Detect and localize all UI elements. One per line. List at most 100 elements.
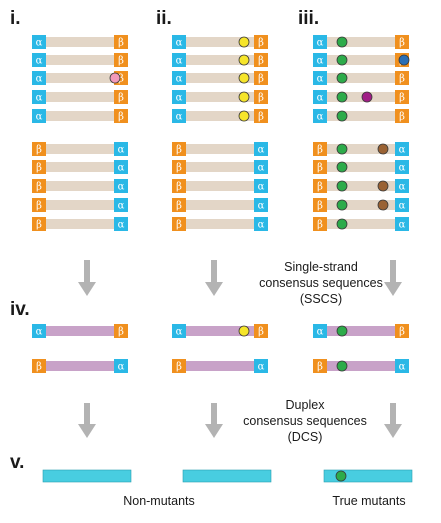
read-iii-top-2-left-tag: α <box>313 71 327 85</box>
sscs-ii-bottom-right-tag-text: α <box>258 362 265 373</box>
read-i-bottom-0-bar <box>32 144 128 154</box>
read-iii-top-3-left-tag: α <box>313 90 327 104</box>
read-ii-bottom-1-bar <box>172 162 268 172</box>
read-i-top-4-right-tag-text: β <box>118 112 124 123</box>
read-ii-top-1-right-tag-text: β <box>258 56 264 67</box>
read-iii-top-1-mutation-1 <box>398 54 410 66</box>
read-iii-top-4-bar <box>313 111 409 121</box>
read-i-bottom-1-left-tag-text: β <box>36 163 42 174</box>
read-iii-bottom-3-right-tag: α <box>395 198 409 212</box>
read-ii-top-3-left-tag: α <box>172 90 186 104</box>
read-iii-top-1-bar <box>313 55 409 65</box>
sscs-iii-bottom-right-tag-text: α <box>399 362 406 373</box>
read-iii-bottom-4-left-tag: β <box>313 217 327 231</box>
sscs-i-bottom-right-tag: α <box>114 359 128 373</box>
read-i-top-2-right-tag-text: β <box>118 74 124 85</box>
read-ii-top-3-right-tag-text: β <box>258 93 264 104</box>
sscs-i-top-bar <box>32 326 128 336</box>
dcs-annotation-line-2: consensus sequences <box>243 414 367 428</box>
read-ii-bottom-2-right-tag-text: α <box>258 182 265 193</box>
read-ii-top-0-right-tag: β <box>254 35 268 49</box>
read-iii-bottom-1-right-tag-text: α <box>399 163 406 174</box>
read-ii-top-4-bar <box>172 111 268 121</box>
read-ii-top-1-bar <box>172 55 268 65</box>
read-i-top-0-left-tag: α <box>32 35 46 49</box>
read-ii-bottom-4-left-tag: β <box>172 217 186 231</box>
read-ii-bottom-2-bar <box>172 181 268 191</box>
sscs-annotation-line-3: (SSCS) <box>300 292 342 306</box>
read-ii-bottom-2-left-tag-text: β <box>176 182 182 193</box>
read-i-bottom-4-right-tag-text: α <box>118 220 125 231</box>
read-iii-bottom-4-bar <box>313 219 409 229</box>
read-iii-top-4-mutation-0 <box>336 110 348 122</box>
read-i-bottom-0-left-tag-text: β <box>36 145 42 156</box>
read-i-bottom-2-left-tag-text: β <box>36 182 42 193</box>
sscs-iii-bottom-mutation-0 <box>336 360 348 372</box>
read-i-bottom-1-bar <box>32 162 128 172</box>
read-iii-bottom-3-right-tag-text: α <box>399 201 406 212</box>
arrow-sscs-iii <box>384 260 402 296</box>
read-ii-bottom-4-left-tag-text: β <box>176 220 182 231</box>
read-iii-top-3-right-tag-text: β <box>399 93 405 104</box>
read-ii-bottom-0-right-tag-text: α <box>258 145 265 156</box>
read-i-top-0-left-tag-text: α <box>36 38 43 49</box>
sscs-iii-top-right-tag: β <box>395 324 409 338</box>
read-ii-top-4-left-tag-text: α <box>176 112 183 123</box>
section-label-i: i. <box>10 8 21 29</box>
sscs-iii-top-bar <box>313 326 409 336</box>
read-iii-top-2-left-tag-text: α <box>317 74 324 85</box>
sscs-iii-top-left-tag-text: α <box>317 327 324 338</box>
read-i-bottom-0-right-tag-text: α <box>118 145 125 156</box>
read-i-bottom-1-right-tag-text: α <box>118 163 125 174</box>
sscs-annotation-line-2: consensus sequences <box>259 276 383 290</box>
dcs-iii-bar <box>323 469 413 483</box>
read-i-bottom-4-right-tag: α <box>114 217 128 231</box>
read-iii-top-0-right-tag-text: β <box>399 38 405 49</box>
read-ii-bottom-3-left-tag: β <box>172 198 186 212</box>
read-ii-top-0-left-tag-text: α <box>176 38 183 49</box>
read-iii-bottom-3-bar <box>313 200 409 210</box>
read-ii-bottom-0-bar <box>172 144 268 154</box>
dcs-ii <box>182 469 272 483</box>
sscs-i-top-left-tag: α <box>32 324 46 338</box>
read-ii-bottom-4-right-tag: α <box>254 217 268 231</box>
dcs-iii <box>323 469 413 483</box>
read-ii-bottom-4-right-tag-text: α <box>258 220 265 231</box>
read-i-top-3-right-tag: β <box>114 90 128 104</box>
read-i-top-4-left-tag: α <box>32 109 46 123</box>
read-iii-top-3-mutation-1 <box>361 91 373 103</box>
read-ii-bottom-0-right-tag: α <box>254 142 268 156</box>
read-iii-top-0-mutation-0 <box>336 36 348 48</box>
read-i-bottom-2-right-tag-text: α <box>118 182 125 193</box>
non-mutants-label: Non-mutants <box>123 494 195 508</box>
read-ii-bottom-0-left-tag: β <box>172 142 186 156</box>
read-i-bottom-0-right-tag: α <box>114 142 128 156</box>
read-ii-top-2-right-tag-text: β <box>258 74 264 85</box>
read-iii-bottom-3-mutation-0 <box>336 199 348 211</box>
read-i-top-4-right-tag: β <box>114 109 128 123</box>
dcs-i <box>42 469 132 483</box>
read-iii-top-2-bar <box>313 73 409 83</box>
read-i-top-1-right-tag-text: β <box>118 56 124 67</box>
read-i-top-1-bar <box>32 55 128 65</box>
read-iii-top-4-left-tag-text: α <box>317 112 324 123</box>
read-ii-top-4-right-tag: β <box>254 109 268 123</box>
sscs-ii-top-bar <box>172 326 268 336</box>
section-label-iii: iii. <box>298 8 319 29</box>
arrow-sscs-ii <box>205 260 223 296</box>
read-i-top-2-left-tag-text: α <box>36 74 43 85</box>
read-iii-bottom-3-mutation-1 <box>377 199 389 211</box>
read-i-top-3-left-tag: α <box>32 90 46 104</box>
